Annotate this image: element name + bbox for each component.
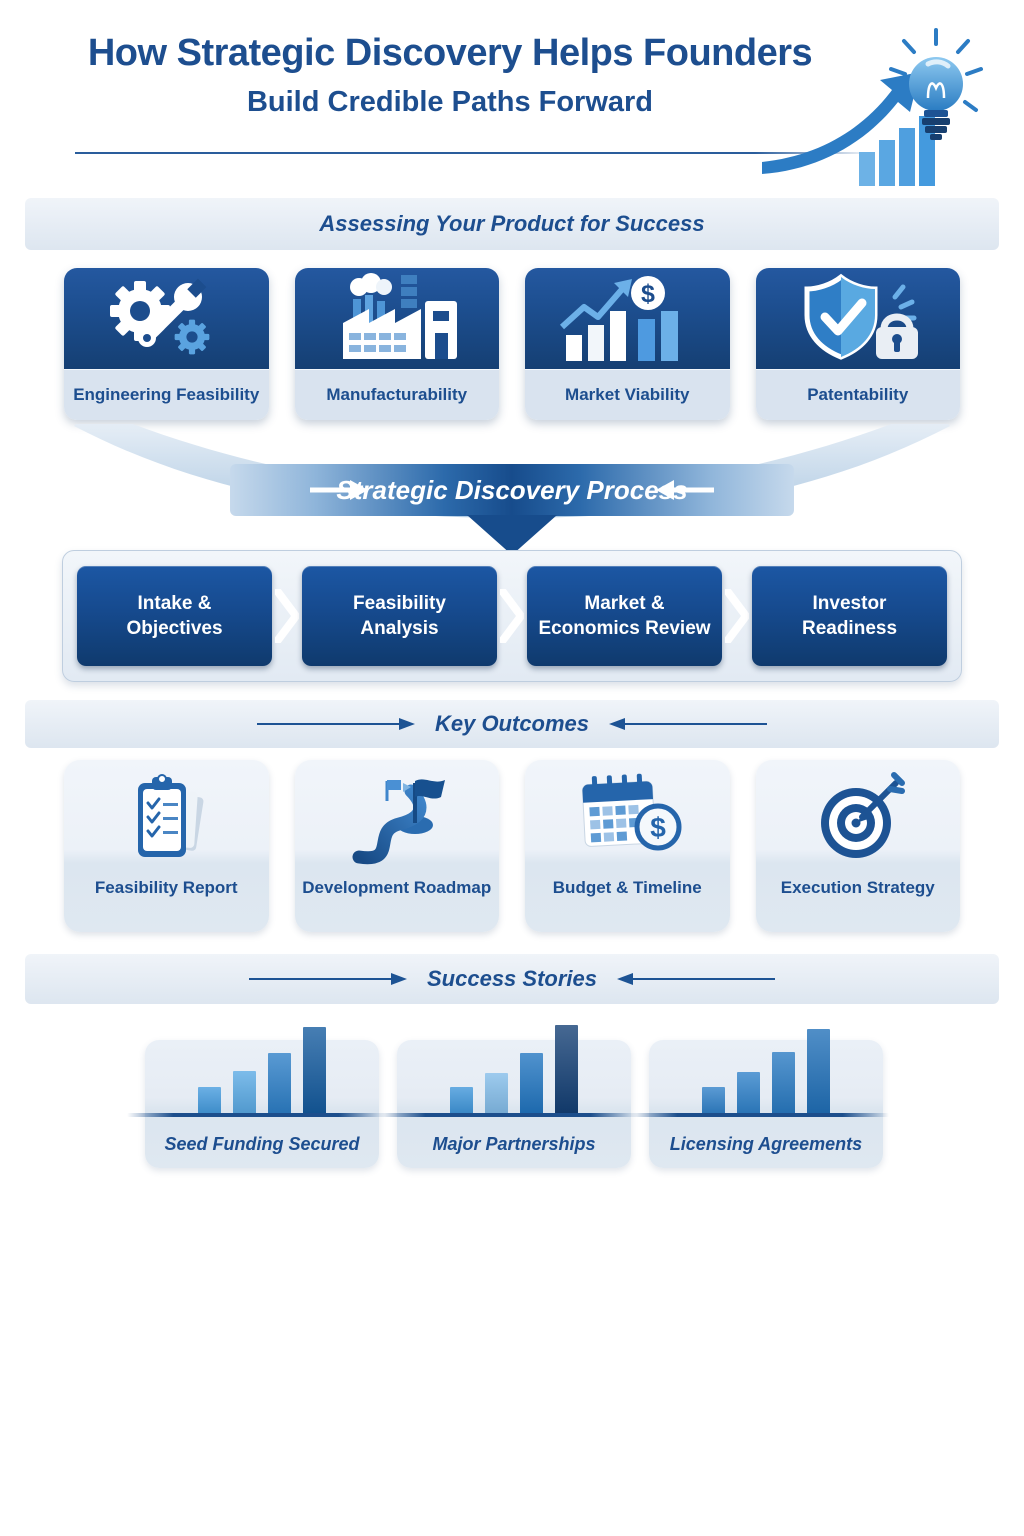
assess-card-patentability: Patentability <box>755 268 960 420</box>
roadmap-flags-icon <box>347 760 447 878</box>
assess-section-title: Assessing Your Product for Success <box>319 211 705 236</box>
step-line: Feasibility <box>353 593 446 614</box>
lightbulb-icon <box>762 28 983 186</box>
gear-wrench-icon <box>64 268 269 370</box>
outcome-card-label: Execution Strategy <box>780 878 935 897</box>
svg-text:$: $ <box>650 812 666 843</box>
story-card-label: Seed Funding Secured <box>164 1134 360 1154</box>
outcome-card-label: Feasibility Report <box>94 878 238 897</box>
chevron-right-icon <box>272 589 302 643</box>
chevron-right-icon <box>497 589 527 643</box>
process-step-feasibility: Feasibility Analysis <box>302 566 497 666</box>
bar <box>772 1052 795 1115</box>
arrow-right-icon <box>249 973 407 985</box>
chart-baseline <box>631 1113 889 1117</box>
outcome-card-execution: Execution Strategy <box>755 760 960 932</box>
page-header: How Strategic Discovery Helps Founders B… <box>20 30 880 119</box>
process-section-title: Strategic Discovery Process <box>336 475 687 505</box>
section-band-assess: Assessing Your Product for Success <box>25 198 999 250</box>
outcome-card-label: Budget & Timeline <box>552 878 702 897</box>
assess-card-market: $ Market Viability <box>525 268 730 420</box>
down-arrow-icon <box>467 515 557 555</box>
arrow-right-icon <box>310 480 368 500</box>
mini-bar-chart-icon <box>397 1025 631 1115</box>
step-line: Objectives <box>126 618 223 639</box>
story-card-partnerships: Major Partnerships <box>379 1025 637 1168</box>
bar <box>702 1087 725 1115</box>
step-line: Analysis <box>360 618 439 639</box>
section-band-stories: Success Stories <box>25 954 999 1004</box>
bar <box>268 1053 291 1115</box>
assess-card-label: Manufacturability <box>294 369 499 420</box>
process-title-band <box>230 464 794 516</box>
chart-baseline <box>379 1113 637 1117</box>
outcomes-section-title: Key Outcomes <box>434 711 590 736</box>
header-divider <box>75 152 875 154</box>
outcomes-card-row: Feasibility Report Development Roadmap <box>64 760 960 932</box>
assess-card-label: Market Viability <box>525 369 730 420</box>
section-band-outcomes: Key Outcomes <box>25 700 999 748</box>
arrow-left-icon <box>656 480 714 500</box>
bar <box>737 1072 760 1115</box>
process-step-investor: Investor Readiness <box>752 566 947 666</box>
story-card-licensing: Licensing Agreements <box>631 1029 889 1168</box>
assess-card-label: Patentability <box>755 369 960 420</box>
process-steps-panel: Intake & Objectives Feasibility Analysis… <box>62 550 962 682</box>
chart-baseline <box>127 1113 385 1117</box>
market-chart-dollar-icon: $ <box>525 268 730 370</box>
chevron-right-icon <box>722 589 752 643</box>
bar <box>198 1087 221 1115</box>
arrow-left-icon <box>616 973 775 985</box>
process-funnel-graphic: Strategic Discovery Process <box>62 408 962 556</box>
outcome-card-label: Development Roadmap <box>302 878 492 897</box>
shield-check-lock-icon <box>755 268 960 370</box>
stories-card-row: Seed Funding Secured Major Partnerships … <box>127 1025 889 1168</box>
process-step-market: Market & Economics Review <box>527 566 722 666</box>
step-line: Economics Review <box>538 618 711 639</box>
bar <box>233 1071 256 1115</box>
step-line: Intake & <box>137 593 212 614</box>
bar-chart-icon <box>859 116 935 186</box>
story-card-label: Licensing Agreements <box>669 1134 863 1154</box>
page-title: How Strategic Discovery Helps Founders <box>87 32 813 74</box>
outcome-card-roadmap: Development Roadmap <box>294 760 499 932</box>
assess-card-row: Engineering Feasibility <box>64 268 960 420</box>
bar <box>485 1073 508 1115</box>
arrow-left-icon <box>609 718 768 730</box>
bar <box>807 1029 830 1115</box>
assess-card-engineering: Engineering Feasibility <box>64 268 269 420</box>
bar <box>520 1053 543 1115</box>
clipboard-checklist-icon <box>116 760 216 878</box>
step-line: Readiness <box>801 618 898 639</box>
mini-bar-chart-icon <box>145 1026 379 1115</box>
story-card-seed-funding: Seed Funding Secured <box>127 1027 385 1168</box>
page-subtitle: Build Credible Paths Forward <box>246 86 654 118</box>
outcome-card-feasibility-report: Feasibility Report <box>64 760 269 932</box>
step-line: Market & <box>584 593 665 614</box>
target-arrow-icon <box>808 760 908 878</box>
outcome-card-budget-timeline: $ Budget & Timeline <box>525 760 730 932</box>
calendar-dollar-icon: $ <box>572 760 682 878</box>
assess-card-label: Engineering Feasibility <box>64 369 269 420</box>
mini-bar-chart-icon <box>649 1026 883 1115</box>
lightbulb-growth-graphic <box>762 22 992 197</box>
process-step-intake: Intake & Objectives <box>77 566 272 666</box>
factory-icon <box>294 268 499 370</box>
bar <box>303 1027 326 1115</box>
svg-text:$: $ <box>641 280 655 308</box>
stories-section-title: Success Stories <box>427 966 597 991</box>
story-card-label: Major Partnerships <box>432 1134 596 1154</box>
bar <box>450 1087 473 1115</box>
assess-card-manufacturability: Manufacturability <box>294 268 499 420</box>
arrow-right-icon <box>256 718 415 730</box>
bar <box>555 1025 578 1115</box>
growth-arrow-icon <box>762 72 920 174</box>
step-line: Investor <box>812 593 887 614</box>
